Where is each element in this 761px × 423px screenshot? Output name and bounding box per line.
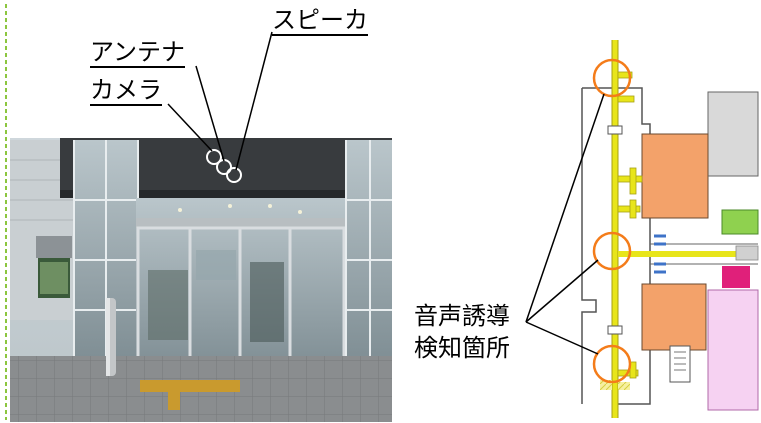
entrance-photo (10, 138, 392, 422)
camera-label: カメラ (90, 76, 162, 106)
camera-marker (206, 149, 222, 165)
speaker-leader (235, 31, 273, 171)
pointer-to-middle (525, 259, 599, 323)
speaker-marker (226, 167, 242, 183)
detection-point-bottom (592, 344, 632, 384)
detection-point-top (592, 58, 632, 98)
speaker-label: スピーカ (272, 6, 368, 36)
antenna-leader (195, 65, 225, 162)
detection-point-middle (592, 231, 632, 271)
pointer-to-bottom (525, 321, 599, 355)
floor-plan (525, 40, 759, 418)
detection-label-line1: 音声誘導 (414, 302, 510, 330)
detection-label-line2: 検知箇所 (414, 334, 510, 363)
camera-leader (167, 103, 213, 152)
pointer-to-top (525, 93, 605, 323)
detection-label: 音声誘導 検知箇所 (414, 300, 510, 365)
antenna-label: アンテナ (90, 38, 186, 68)
